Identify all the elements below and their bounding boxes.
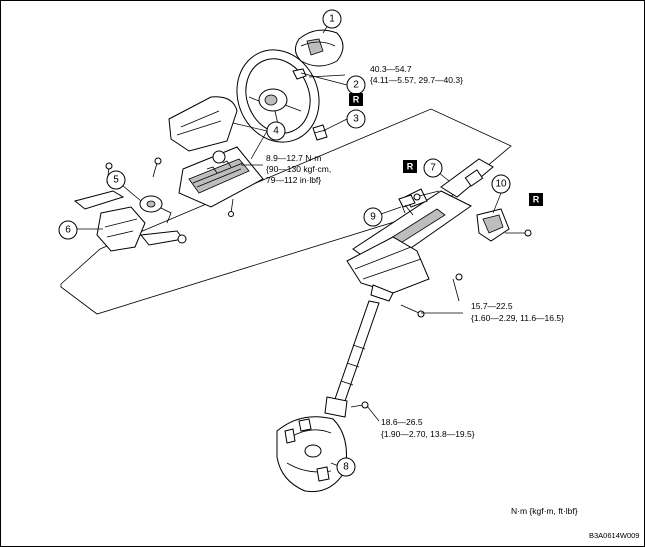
svg-text:5: 5 (113, 175, 119, 186)
replace-mark-column: R (403, 160, 417, 173)
replace-mark-lock: R (529, 193, 543, 206)
callout-2: 2 (346, 75, 366, 95)
units-legend: N·m {kgf·m, ft·lbf} (511, 506, 578, 516)
callout-7: 7 (423, 158, 443, 178)
svg-text:2: 2 (353, 80, 359, 91)
cover-screws (105, 157, 234, 217)
hole-cover (276, 416, 347, 493)
callout-3: 3 (346, 109, 366, 129)
steering-wheel-nut (292, 68, 307, 80)
torque-steering-wheel-nut: 40.3—54.7 {4.11—5.57, 29.7—40.3} (370, 64, 463, 85)
key-cylinder (398, 194, 416, 216)
svg-text:40.3—54.7: 40.3—54.7 (370, 64, 412, 74)
svg-text:8: 8 (343, 462, 349, 473)
steering-column (324, 158, 494, 418)
clock-spring (139, 195, 172, 224)
callout-1: 1 (322, 9, 342, 29)
svg-text:9: 9 (370, 212, 376, 223)
svg-text:18.6—26.5: 18.6—26.5 (381, 417, 423, 427)
airbag-module (295, 29, 344, 67)
svg-text:R: R (407, 162, 414, 172)
column-cover (168, 96, 264, 208)
svg-text:6: 6 (65, 225, 71, 236)
svg-text:10: 10 (495, 179, 507, 190)
svg-text:15.7—22.5: 15.7—22.5 (471, 301, 513, 311)
callout-4: 4 (266, 121, 286, 141)
figure-code: B3A0614W009 (589, 531, 639, 540)
svg-text:8.9—12.7 N·m: 8.9—12.7 N·m (266, 153, 321, 163)
svg-text:79—112 in·lbf}: 79—112 in·lbf} (266, 175, 321, 185)
steering-lock (476, 208, 532, 242)
svg-text:R: R (353, 95, 360, 105)
svg-text:{4.11—5.57, 29.7—40.3}: {4.11—5.57, 29.7—40.3} (370, 75, 463, 85)
callout-9: 9 (363, 207, 383, 227)
replace-mark-wheel: R (349, 93, 363, 106)
svg-text:{90—130 kgf·cm,: {90—130 kgf·cm, (266, 164, 331, 174)
combination-switch (73, 190, 187, 252)
svg-text:R: R (533, 195, 540, 205)
torque-joint-bolt: 18.6—26.5 {1.90—2.70, 13.8—19.5} (381, 417, 475, 439)
svg-text:4: 4 (273, 126, 279, 137)
svg-text:7: 7 (430, 163, 436, 174)
torque-column-cover-screw: 8.9—12.7 N·m {90—130 kgf·cm, 79—112 in·l… (266, 153, 331, 185)
column-bolts (350, 190, 463, 409)
callout-8: 8 (336, 457, 356, 477)
callout-10: 10 (491, 174, 511, 194)
callout-6: 6 (58, 220, 78, 240)
svg-text:{1.60—2.29, 11.6—16.5}: {1.60—2.29, 11.6—16.5} (471, 313, 564, 323)
svg-text:1: 1 (329, 14, 335, 25)
steering-wheel-bolt (312, 124, 328, 141)
callout-5: 5 (106, 170, 126, 190)
svg-text:3: 3 (353, 114, 359, 125)
svg-text:{1.90—2.70, 13.8—19.5}: {1.90—2.70, 13.8—19.5} (381, 429, 475, 439)
torque-column-mount-bolt: 15.7—22.5 {1.60—2.29, 11.6—16.5} (471, 301, 564, 323)
